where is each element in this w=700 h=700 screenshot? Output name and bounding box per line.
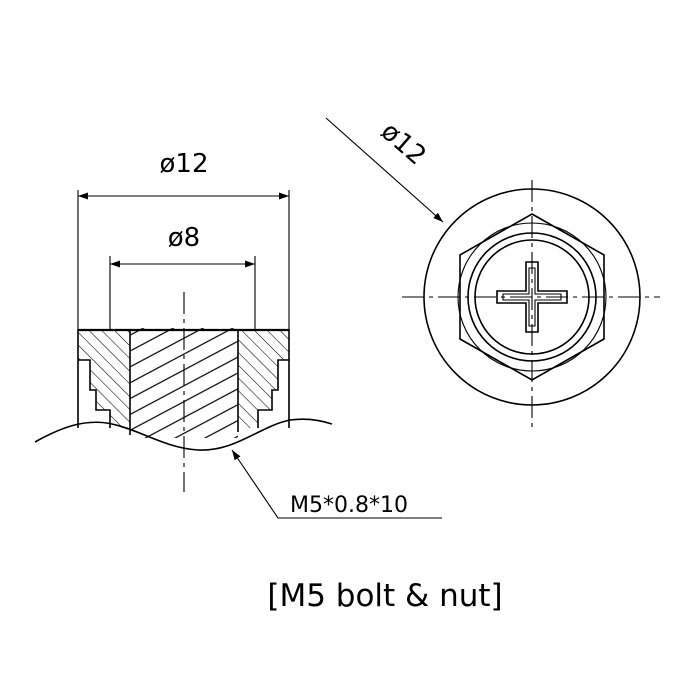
caption: [M5 bolt & nut]	[267, 578, 502, 614]
phillips-cross-inner	[502, 267, 562, 327]
diameter-leader	[325, 117, 444, 223]
thread-leader	[231, 449, 442, 519]
right-wall-hatch	[238, 330, 289, 428]
section-view: ø12 ø8 M5*0.8*10	[34, 149, 442, 519]
right-groove	[257, 359, 289, 428]
dimension-label-outer-diameter: ø12	[160, 149, 209, 179]
thread-spec-label: M5*0.8*10	[290, 493, 408, 518]
left-wall-hatch	[78, 330, 130, 428]
dimension-label-inner-diameter: ø8	[168, 223, 200, 253]
front-view: ø12	[325, 117, 660, 430]
left-groove	[78, 359, 111, 428]
dimension-label-front-diameter: ø12	[375, 117, 432, 172]
break-line	[34, 418, 333, 451]
phillips-cross-icon	[496, 261, 568, 333]
